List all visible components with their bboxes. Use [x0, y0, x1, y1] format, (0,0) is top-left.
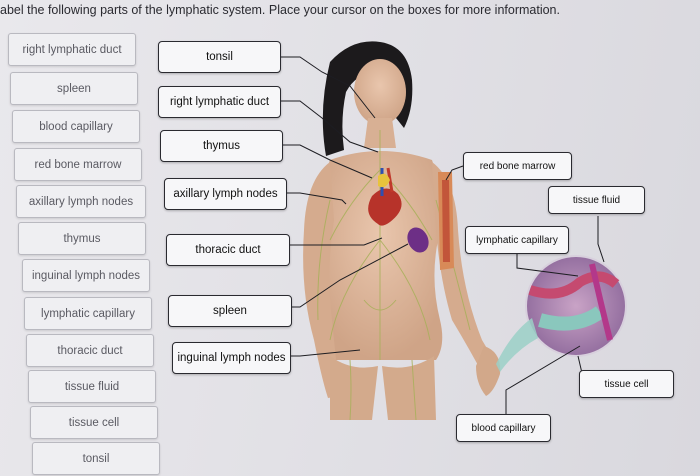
bank-term-inguinal-lymph-nodes[interactable]: inguinal lymph nodes	[22, 259, 150, 292]
label-box-tonsil[interactable]: tonsil	[158, 41, 281, 73]
instruction-text: abel the following parts of the lymphati…	[0, 3, 560, 17]
bank-term-blood-capillary[interactable]: blood capillary	[12, 110, 140, 143]
bank-term-tonsil[interactable]: tonsil	[32, 442, 160, 475]
bank-term-spleen[interactable]: spleen	[10, 72, 138, 105]
bank-term-tissue-cell[interactable]: tissue cell	[30, 406, 158, 439]
bank-term-thymus[interactable]: thymus	[18, 222, 146, 255]
bank-term-tissue-fluid[interactable]: tissue fluid	[28, 370, 156, 403]
label-box-tissue-fluid[interactable]: tissue fluid	[548, 186, 645, 214]
label-box-right-lymphatic-duct[interactable]: right lymphatic duct	[158, 86, 281, 118]
label-box-thoracic-duct[interactable]: thoracic duct	[166, 234, 290, 266]
label-box-axillary-lymph-nodes[interactable]: axillary lymph nodes	[164, 178, 287, 210]
label-box-blood-capillary[interactable]: blood capillary	[456, 414, 551, 442]
bank-term-thoracic-duct[interactable]: thoracic duct	[26, 334, 154, 367]
label-box-inguinal-lymph-nodes[interactable]: inguinal lymph nodes	[172, 342, 291, 374]
label-box-thymus[interactable]: thymus	[160, 130, 283, 162]
label-box-tissue-cell[interactable]: tissue cell	[579, 370, 674, 398]
bank-term-red-bone-marrow[interactable]: red bone marrow	[14, 148, 142, 181]
word-bank: right lymphatic duct spleen blood capill…	[0, 0, 170, 476]
label-box-lymphatic-capillary[interactable]: lymphatic capillary	[465, 226, 569, 254]
bank-term-right-lymphatic-duct[interactable]: right lymphatic duct	[8, 33, 136, 66]
label-box-red-bone-marrow[interactable]: red bone marrow	[463, 152, 572, 180]
bank-term-lymphatic-capillary[interactable]: lymphatic capillary	[24, 297, 152, 330]
bank-term-axillary-lymph-nodes[interactable]: axillary lymph nodes	[16, 185, 146, 218]
label-box-spleen[interactable]: spleen	[168, 295, 292, 327]
